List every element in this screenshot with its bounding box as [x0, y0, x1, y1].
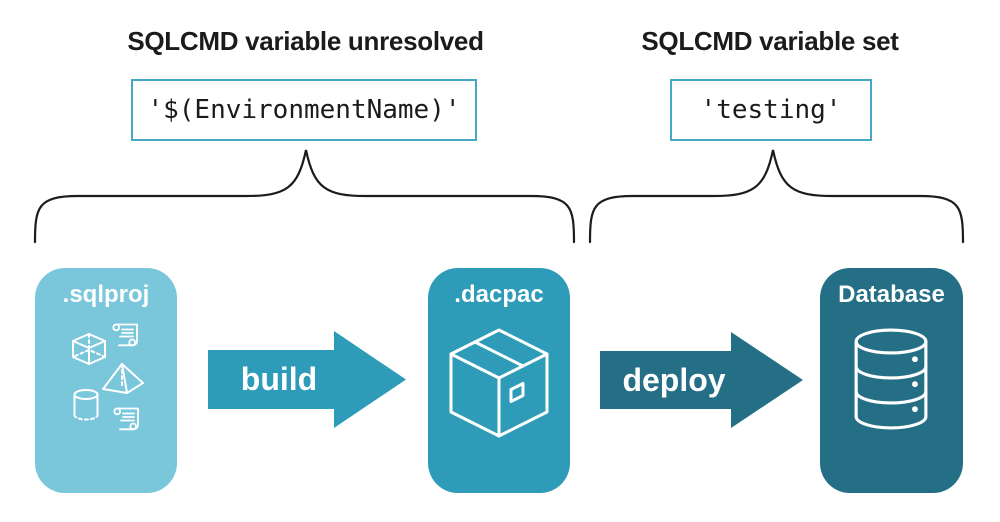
node-database: Database [820, 268, 963, 493]
deploy-arrow-shape [600, 332, 803, 428]
build-arrow-label: build [240, 361, 318, 397]
resolved-variable-value: 'testing' [700, 95, 842, 125]
right-brace-icon [588, 149, 965, 244]
build-arrow: build [208, 331, 406, 428]
left-annotation-title: SQLCMD variable unresolved [127, 26, 484, 56]
left-brace-icon [33, 149, 576, 244]
sql-project-objects-icon [72, 323, 144, 431]
package-box-icon [449, 328, 549, 438]
node-dacpac-label: .dacpac [454, 281, 544, 308]
unresolved-variable-value: '$(EnvironmentName)' [147, 95, 461, 125]
database-cylinder-icon [854, 328, 928, 430]
resolved-variable-box: 'testing' [670, 79, 872, 141]
unresolved-variable-box: '$(EnvironmentName)' [131, 79, 477, 141]
deploy-arrow-label: deploy [622, 361, 726, 398]
build-arrow-shape [208, 331, 406, 428]
right-annotation-title: SQLCMD variable set [641, 26, 899, 56]
node-sqlproj-label: .sqlproj [62, 281, 150, 308]
deploy-arrow: deploy [600, 332, 803, 428]
node-database-label: Database [838, 281, 945, 308]
node-sqlproj: .sqlproj [35, 268, 177, 493]
brace-group [33, 149, 965, 244]
node-dacpac: .dacpac [428, 268, 570, 493]
